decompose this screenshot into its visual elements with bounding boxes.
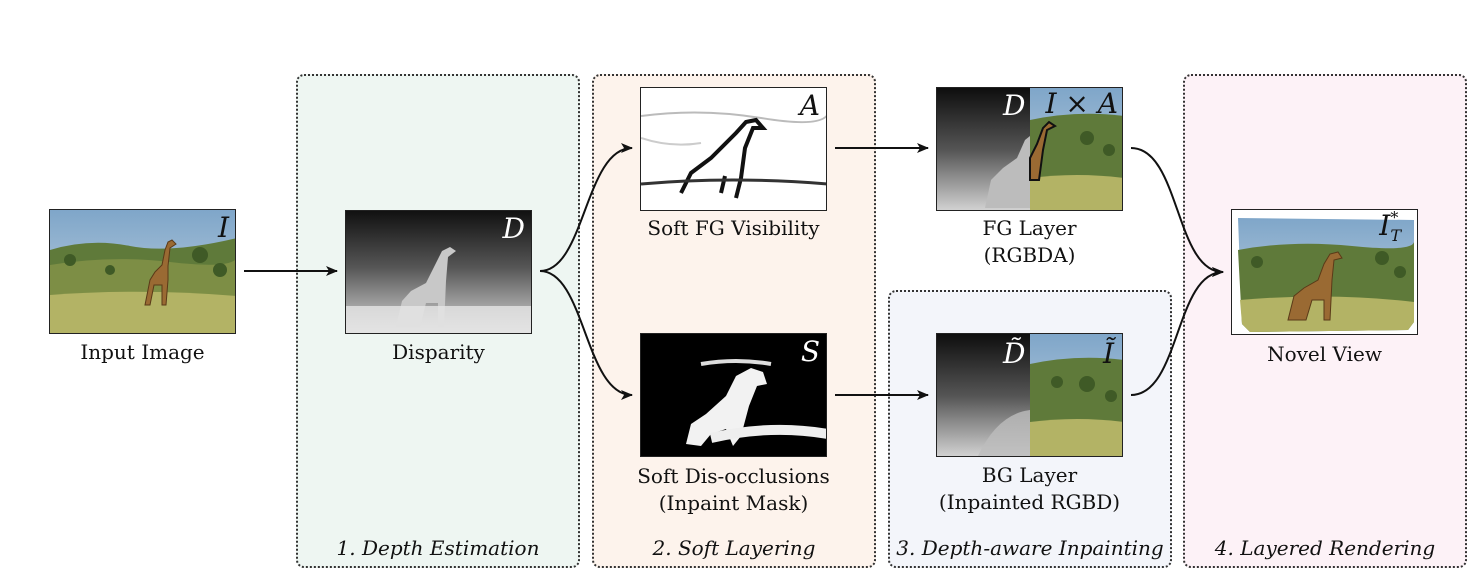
novel-view-symbol: I*T — [1379, 209, 1409, 244]
bg-layer-caption-2: (Inpainted RGBD) — [938, 490, 1121, 514]
fg-rgb-symbol: I × A — [1045, 87, 1118, 120]
giraffe-shape — [144, 239, 177, 306]
disparity-image: D — [345, 210, 532, 334]
fg-layer-caption-2: (RGBDA) — [983, 243, 1076, 267]
inpainting-label: 3. Depth-aware Inpainting — [896, 536, 1164, 560]
input-symbol: I — [217, 211, 229, 244]
novel-view-symbol-sup: * — [1390, 209, 1399, 227]
depth-estimation-label: 1. Depth Estimation — [336, 536, 540, 560]
disocclusions-caption-2: (Inpaint Mask) — [658, 491, 809, 515]
arrow-bglayer-to-novel — [1130, 267, 1224, 396]
disocclusions-symbol: S — [800, 335, 820, 368]
arrow-fglayer-to-novel — [1130, 147, 1224, 277]
disparity-symbol: D — [502, 212, 525, 245]
input-caption: Input Image — [80, 340, 205, 364]
fg-visibility-image: A — [640, 87, 827, 211]
input-image: I — [49, 209, 236, 334]
fg-visibility-caption: Soft FG Visibility — [647, 216, 820, 240]
bg-depth-symbol: D̃ — [1003, 337, 1026, 370]
bg-rgb-symbol: Ĩ — [1102, 337, 1114, 370]
fg-visibility-symbol: A — [799, 89, 820, 122]
novel-view-symbol-sub: T — [1390, 226, 1401, 245]
soft-layering-label: 2. Soft Layering — [652, 536, 816, 560]
novel-view-caption: Novel View — [1267, 342, 1382, 366]
disocclusions-caption-1: Soft Dis-occlusions — [637, 464, 830, 488]
disparity-caption: Disparity — [392, 340, 485, 364]
arrow-disparity-to-fg — [539, 143, 633, 272]
fg-layer-image: D I × A — [936, 87, 1123, 211]
novel-view-symbol-base: I — [1379, 209, 1391, 242]
arrow-disparity-to-disocclusion — [539, 270, 633, 400]
fg-layer-caption-1: FG Layer — [982, 216, 1077, 240]
rendering-label: 4. Layered Rendering — [1214, 536, 1436, 560]
novel-view-image: I*T — [1231, 209, 1418, 335]
bg-layer-caption-1: BG Layer — [981, 463, 1078, 487]
disocclusions-image: S — [640, 333, 827, 457]
fg-depth-symbol: D — [1003, 89, 1026, 122]
bg-layer-image: D̃ Ĩ — [936, 333, 1123, 457]
